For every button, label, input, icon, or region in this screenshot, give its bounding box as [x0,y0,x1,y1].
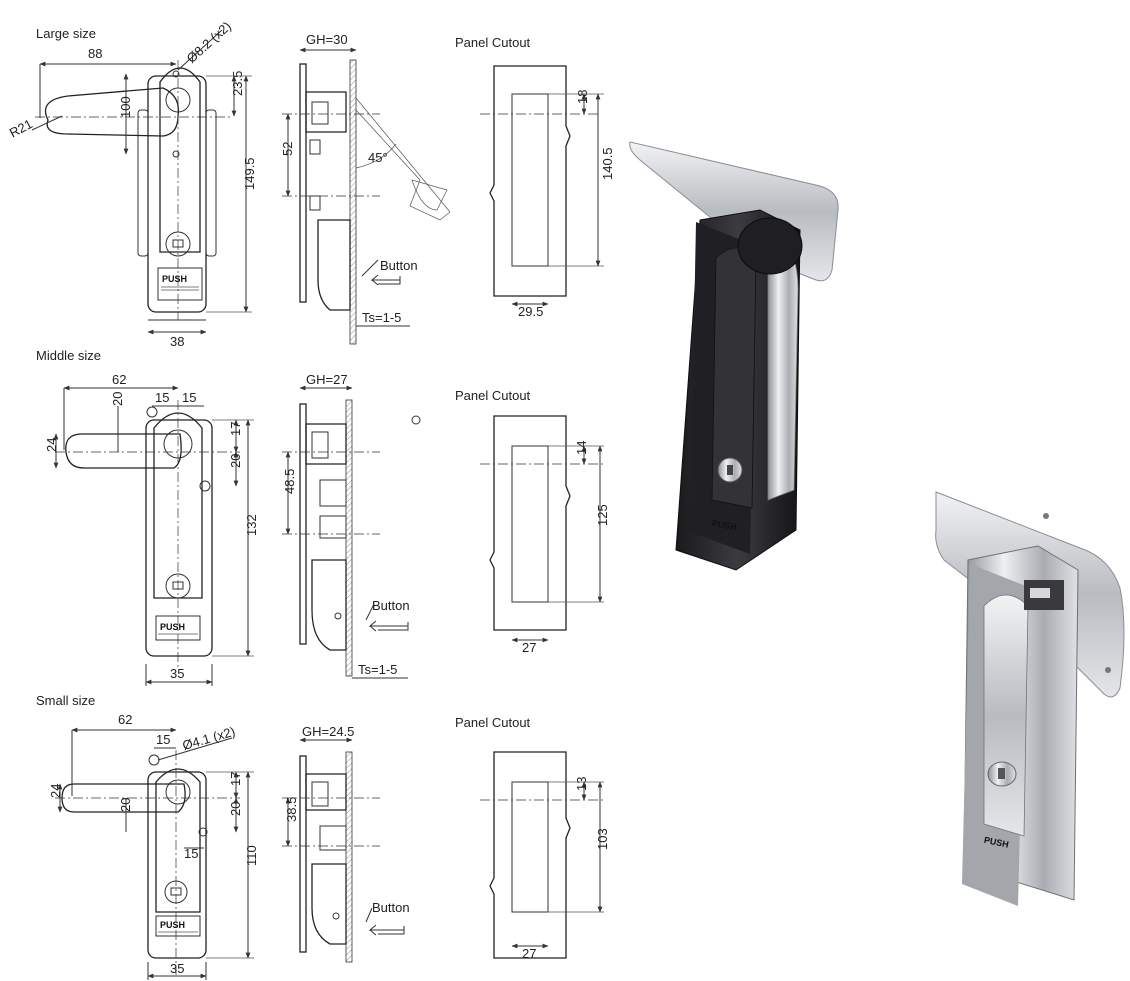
dim-small-gh: GH=24.5 [302,724,354,739]
dim-large-handle-len: 100 [118,96,133,118]
cutout-middle-height: 125 [595,504,610,526]
dim-large-top-offset: 23.5 [230,71,245,96]
cutout-middle-top: 14 [574,441,589,455]
front-view-middle: PUSH 62 20 15 15 24 17 20 132 35 [44,372,259,686]
section-title-small: Small size [36,693,95,708]
dim-small-d20b: 20 [228,802,243,816]
cutout-small: Panel Cutout 13 103 27 [455,715,610,961]
small-button-label: Button [372,900,410,915]
dim-large-gh: GH=30 [306,32,348,47]
dim-small-width: 62 [118,712,132,727]
dim-middle-depth: 48.5 [282,469,297,494]
dim-small-height: 110 [244,845,259,866]
dim-large-ts: Ts=1-5 [362,310,401,325]
cutout-small-top: 13 [574,777,589,791]
dim-large-radius: R21 [7,116,35,140]
dim-middle-d15b: 15 [182,390,196,405]
side-view-small: GH=24.5 38.5 Button [282,724,410,963]
dim-middle-body-width: 35 [170,666,184,681]
dim-middle-d20a: 20 [110,392,125,406]
cutout-large-top: 18 [575,90,590,104]
dim-small-d20a: 20 [118,798,133,812]
dim-middle-d15a: 15 [155,390,169,405]
dim-small-d15a: 15 [156,732,170,747]
section-title-large: Large size [36,26,96,41]
black-latch-render: PUSH [629,141,839,571]
chrome-latch-render: PUSH [935,491,1125,906]
dim-middle-d17: 17 [228,422,243,436]
cutout-title-large: Panel Cutout [455,35,531,50]
cutout-middle: Panel Cutout 14 125 27 [455,388,610,655]
cutout-large-height: 140.5 [600,147,615,180]
dim-small-depth: 38.5 [284,797,299,822]
side-view-middle: GH=27 48.5 Button Ts=1-5 [282,372,421,679]
dim-middle-d24: 24 [44,438,59,452]
dim-large-angle: 45° [368,150,388,165]
section-middle: Middle size PUSH 62 20 15 15 24 [36,348,610,686]
black-render-push: PUSH [711,518,737,532]
cutout-large: Panel Cutout 18 140.5 29.5 [455,35,615,319]
large-button-label: Button [380,258,418,273]
dim-small-d17: 17 [228,772,243,786]
section-title-middle: Middle size [36,348,101,363]
push-label-middle: PUSH [160,622,185,632]
dim-large-width: 88 [88,46,102,61]
cutout-small-height: 103 [595,828,610,850]
section-small: Small size PUSH 62 15 Ø4.1 (x2) 24 [36,693,610,980]
dim-middle-gh: GH=27 [306,372,348,387]
dim-small-d24: 24 [48,784,63,798]
dim-small-d15b: 15 [184,846,198,861]
dim-large-body-width: 38 [170,334,184,349]
dim-middle-height: 132 [244,514,259,536]
dim-middle-width: 62 [112,372,126,387]
push-label-small: PUSH [160,920,185,930]
dim-middle-ts: Ts=1-5 [358,662,397,677]
dim-large-depth: 52 [280,142,295,156]
dim-small-hole: Ø4.1 (x2) [181,724,237,753]
cutout-title-middle: Panel Cutout [455,388,531,403]
middle-button-label: Button [372,598,410,613]
cutout-small-width: 27 [522,946,536,961]
front-view-small: PUSH 62 15 Ø4.1 (x2) 24 20 17 20 15 110 [48,712,259,980]
dim-small-body-width: 35 [170,961,184,976]
cutout-large-width: 29.5 [518,304,543,319]
dim-large-height: 149.5 [242,157,257,190]
dim-large-hole: Ø8.2 (x2) [184,18,234,65]
side-view-large: 45° GH=30 52 Button Ts=1-5 [280,32,451,345]
section-large: Large size PUSH 88 Ø8.2 (x2) [7,18,615,349]
front-view-large: PUSH 88 Ø8.2 (x2) R21 100 23.5 149.5 38 [7,18,257,349]
push-label-large: PUSH [162,274,187,284]
cutout-title-small: Panel Cutout [455,715,531,730]
dim-middle-d20b: 20 [228,454,243,468]
cutout-middle-width: 27 [522,640,536,655]
